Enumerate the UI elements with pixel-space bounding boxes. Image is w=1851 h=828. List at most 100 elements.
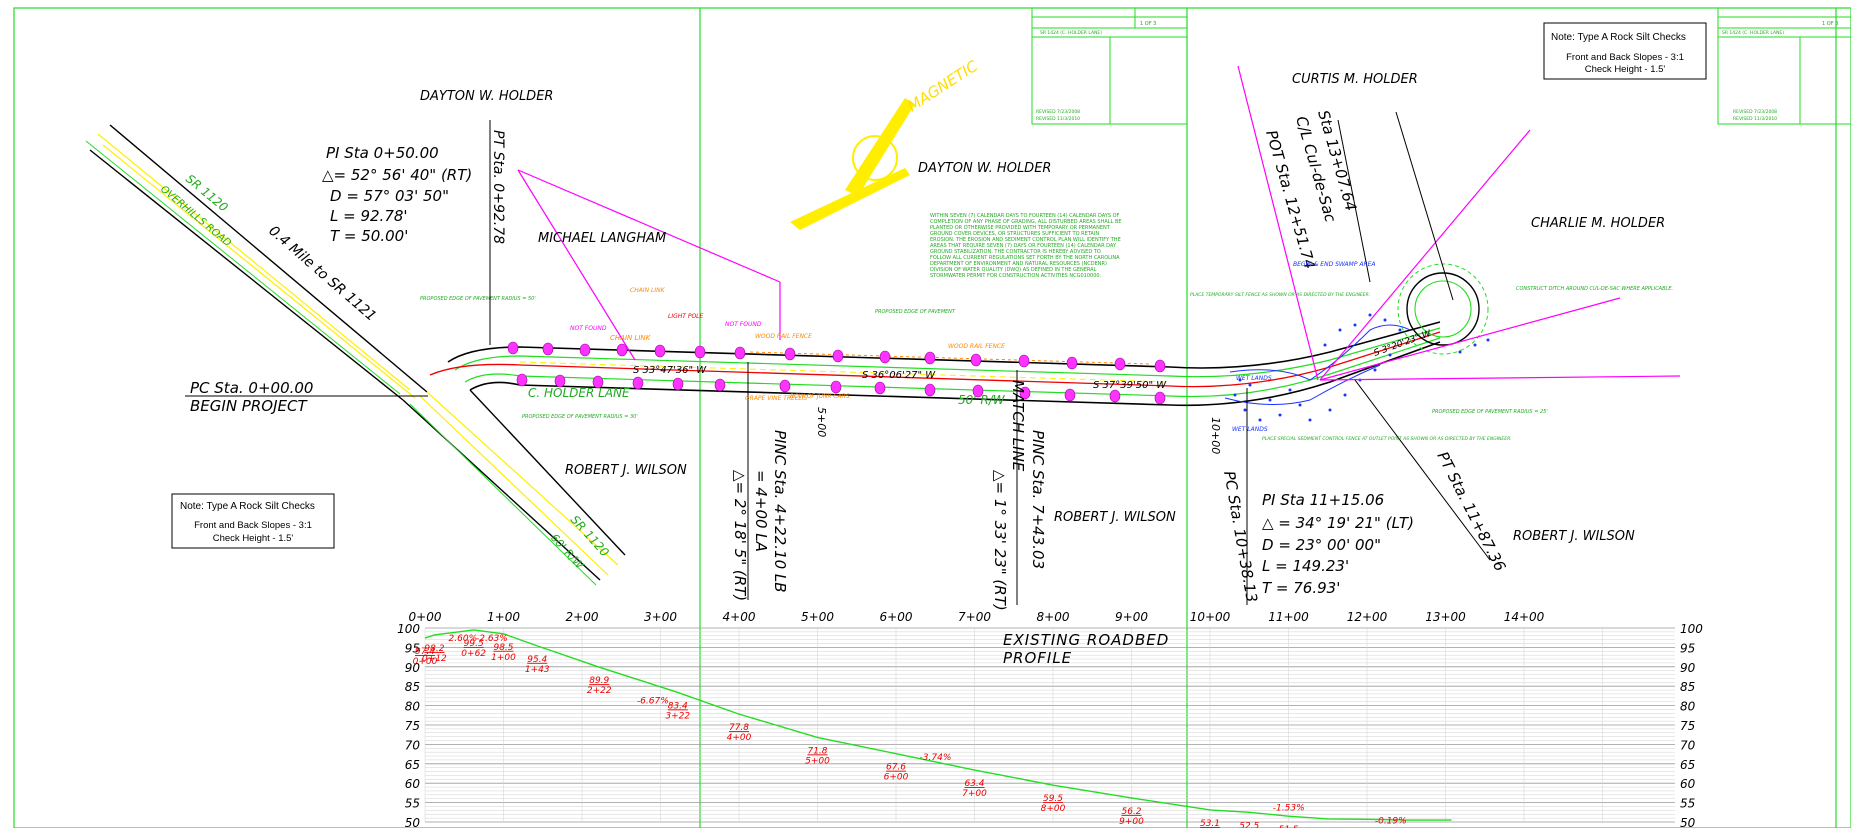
title-road-right: SR 1424 (C. HOLDER LANE) [1722, 30, 1784, 36]
profile-grade-label: -0.19% [1375, 817, 1407, 827]
wetland-dots [1233, 313, 1490, 422]
station-pinc1b: = 4+00 LA [752, 470, 770, 552]
profile-point-station: 2+22 [587, 686, 612, 696]
label-bearing1: S 33°47'36" W [633, 365, 707, 376]
station-pinc1c: △= 2° 18' 5" (RT) [731, 470, 749, 601]
callout-not-found-2: NOT FOUND [725, 321, 762, 328]
profile-elev-label-left: 80 [405, 700, 421, 714]
profile-elev-label-right: 90 [1680, 661, 1696, 675]
profile-station-label: 5+00 [801, 610, 834, 624]
owner-robert-left: ROBERT J. WILSON [565, 463, 687, 478]
callout-special-sed: PLACE SPECIAL SEDIMENT CONTROL FENCE AT … [1262, 436, 1512, 442]
callout-wet-2: WET LANDS [1232, 426, 1268, 433]
profile-station-label: 10+00 [1190, 610, 1231, 624]
title-revised-1: REVISED 7/23/2008 [1036, 109, 1080, 115]
profile-elev-label-left: 90 [405, 661, 421, 675]
profile-elev-label-right: 60 [1680, 777, 1696, 791]
curve1-t: T = 50.00' [330, 227, 408, 245]
profile-title-1: EXISTING ROADBED [1003, 631, 1169, 649]
profile-elev-label-right: 80 [1680, 700, 1696, 714]
profile-point-elev: 97.4 [415, 647, 435, 657]
profile-elev-label-right: 95 [1680, 641, 1695, 655]
profile-point-elev: 95.4 [527, 655, 547, 665]
profile-station-label: 13+00 [1425, 610, 1466, 624]
note-left-line2: Check Height - 1.5' [213, 533, 294, 544]
profile-elev-label-right: 75 [1680, 719, 1695, 733]
profile-point-station: 6+00 [884, 773, 909, 783]
profile-station-label: 7+00 [958, 610, 991, 624]
station-pinc2: PINC Sta. 7+43.03 [1029, 430, 1047, 569]
profile-point-elev: 63.4 [964, 779, 984, 789]
profile-station-label: 1+00 [487, 610, 520, 624]
profile-grid [424, 627, 1675, 823]
profile-point-elev: 99.5 [464, 639, 484, 649]
curve2-d: D = 23° 00' 00" [1262, 536, 1381, 554]
profile-elev-label-left: 55 [405, 797, 420, 811]
profile-point-elev: 67.6 [886, 763, 906, 773]
profile-point-station: 8+00 [1041, 804, 1066, 814]
profile-station-label: 11+00 [1268, 610, 1309, 624]
profile-point-elev: 52.5 [1239, 821, 1259, 828]
curve1-delta: △= 52° 56' 40" (RT) [322, 166, 472, 184]
profile-title-2: PROFILE [1003, 649, 1072, 667]
label-bearing2: S 36°06'27" W [862, 370, 936, 381]
profile-elev-label-left: 60 [405, 777, 421, 791]
profile-point-station: 4+00 [727, 733, 752, 743]
station-pc: PC Sta. 0+00.00 [190, 379, 313, 397]
note-left-title: Note: Type A Rock Silt Checks [180, 501, 315, 512]
profile-elev-label-left: 75 [405, 719, 420, 733]
label-60rw: 60' R/W [548, 531, 587, 572]
label-magnetic: MAGNETIC [904, 57, 981, 116]
profile-station-label: 14+00 [1504, 610, 1545, 624]
profile-point-elev: 71.8 [807, 746, 827, 756]
profile-point-station: 0+62 [461, 649, 486, 659]
profile-station-label: 8+00 [1037, 610, 1070, 624]
wetland-boundary [1229, 324, 1411, 381]
curve1-pi: PI Sta 0+50.00 [326, 144, 439, 162]
owner-curtis: CURTIS M. HOLDER [1292, 72, 1418, 87]
station-begin: BEGIN PROJECT [190, 397, 308, 415]
profile-point-elev: 59.5 [1043, 794, 1063, 804]
profile-point-station: 1+00 [491, 653, 516, 663]
profile-grade-label: -3.74% [920, 753, 952, 763]
profile-point-elev: 98.2 [424, 644, 444, 654]
profile-station-label: 9+00 [1115, 610, 1148, 624]
owner-charlie: CHARLIE M. HOLDER [1531, 216, 1665, 231]
profile-point-station: 9+00 [1119, 817, 1144, 827]
profile-elev-label-right: 85 [1680, 680, 1695, 694]
ground-profile-line [424, 629, 1452, 821]
callout-chain-link-2: CHAIN LINK [630, 287, 666, 294]
curve1-d: D = 57° 03' 50" [330, 187, 449, 205]
station-match: MATCH LINE [1009, 380, 1027, 472]
station-10: 10+00 [1209, 417, 1222, 454]
profile-station-label: 4+00 [723, 610, 756, 624]
label-holder-lane: C. HOLDER LANE [528, 386, 630, 400]
note-right-title: Note: Type A Rock Silt Checks [1551, 32, 1686, 43]
title-revised-2: REVISED 11/3/2010 [1036, 116, 1080, 122]
profile-elev-label-right: 55 [1680, 797, 1695, 811]
title-revised-right-2: REVISED 11/3/2010 [1733, 116, 1777, 122]
profile-elev-label-right: 70 [1680, 738, 1696, 752]
title-road: SR 1424 (C. HOLDER LANE) [1040, 30, 1102, 36]
owner-dayton-left: DAYTON W. HOLDER [420, 89, 553, 104]
callout-junk-cars: ROW OF JUNK CARS [790, 393, 850, 400]
profile-point-station: 1+43 [525, 665, 550, 675]
profile-point-elev: 89.9 [589, 676, 609, 686]
title-sheet-number-right: 1 OF 3 [1822, 21, 1838, 27]
profile-elev-label-left: 50 [405, 816, 421, 828]
label-bearing3: S 37°39'50" W [1093, 380, 1167, 391]
callout-prop-edge-1: PROPOSED EDGE OF PAVEMENT RADIUS = 50' [420, 296, 536, 302]
cul-de-sac [1397, 263, 1489, 355]
seeding-note: WITHIN SEVEN (7) CALENDAR DAYS TO FOURTE… [930, 213, 1122, 279]
curve2-pi: PI Sta 11+15.06 [1262, 491, 1384, 509]
callout-wood-rail-1: WOOD RAIL FENCE [755, 333, 812, 340]
profile-elev-label-left: 85 [405, 680, 420, 694]
note-right-line1: Front and Back Slopes - 3:1 [1566, 52, 1684, 63]
callout-light-pole: LIGHT POLE [668, 313, 704, 320]
profile-elev-label-right: 100 [1680, 622, 1703, 636]
note-box-left: Note: Type A Rock Silt Checks Front and … [171, 493, 335, 549]
